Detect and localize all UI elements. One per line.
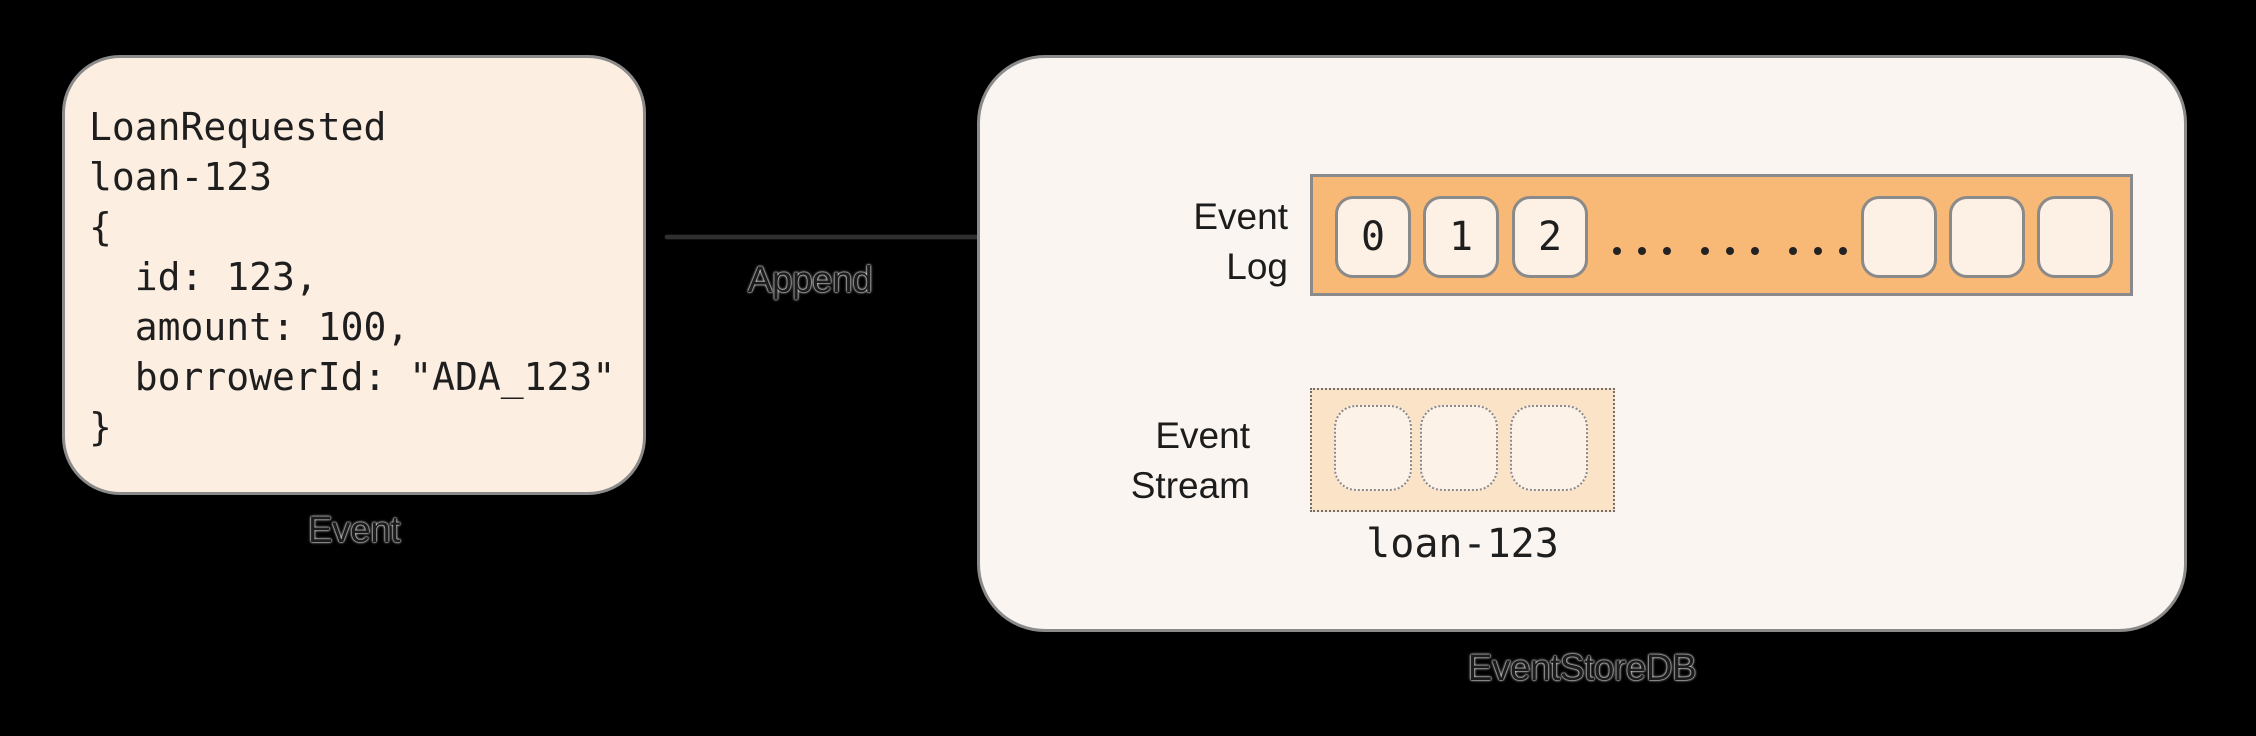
event-stream-box — [1310, 388, 1615, 512]
event-stream-label-line1: Event — [1155, 415, 1250, 456]
stream-name-caption: loan-123 — [1366, 521, 1559, 567]
ellipsis-dot-group — [1613, 247, 1671, 255]
code-line: LoanRequested — [89, 105, 387, 149]
ellipsis-dot — [1814, 247, 1822, 255]
code-line: { — [89, 205, 112, 249]
ellipsis-dot — [1701, 247, 1709, 255]
ellipsis-dot — [1839, 247, 1847, 255]
ellipsis-dot — [1638, 247, 1646, 255]
event-log-cell-1: 1 — [1423, 196, 1499, 278]
event-stream-label-line2: Stream — [1130, 465, 1250, 506]
code-line: borrowerId: "ADA_123" — [89, 355, 616, 399]
event-log-empty-cell-2 — [2037, 196, 2113, 278]
ellipsis-dot-group — [1789, 247, 1847, 255]
event-stream-label: Event Stream — [1060, 411, 1250, 511]
code-line: } — [89, 405, 112, 449]
event-log-track: 0 1 2 — [1310, 174, 2133, 296]
event-stream-placeholder-cell-1 — [1420, 405, 1498, 491]
event-stream-placeholder-cell-2 — [1510, 405, 1588, 491]
code-line: loan-123 — [89, 155, 273, 199]
event-log-cell-2: 2 — [1512, 196, 1588, 278]
event-log-label: Event Log — [1098, 192, 1288, 292]
code-line: amount: 100, — [89, 305, 410, 349]
event-log-label-line1: Event — [1193, 196, 1288, 237]
append-arrow-label: Append — [747, 259, 873, 300]
ellipsis-dot — [1663, 247, 1671, 255]
eventstoredb-caption: EventStoreDB — [1467, 647, 1697, 688]
event-code-block: LoanRequested loan-123 { id: 123, amount… — [89, 102, 643, 452]
ellipsis-dots — [1613, 247, 1847, 255]
eventstoredb-box: Event Log 0 1 2 Event Stream loan-12 — [977, 55, 2187, 632]
code-line: id: 123, — [89, 255, 318, 299]
event-log-empty-cell-0 — [1861, 196, 1937, 278]
ellipsis-dot — [1726, 247, 1734, 255]
ellipsis-dot-group — [1701, 247, 1759, 255]
ellipsis-dot — [1613, 247, 1621, 255]
ellipsis-dot — [1789, 247, 1797, 255]
event-log-label-line2: Log — [1226, 246, 1288, 287]
event-log-empty-cell-1 — [1949, 196, 2025, 278]
event-card: LoanRequested loan-123 { id: 123, amount… — [62, 55, 646, 495]
event-stream-placeholder-cell-0 — [1334, 405, 1412, 491]
ellipsis-dot — [1751, 247, 1759, 255]
event-log-cell-0: 0 — [1335, 196, 1411, 278]
event-card-caption: Event — [307, 509, 401, 550]
